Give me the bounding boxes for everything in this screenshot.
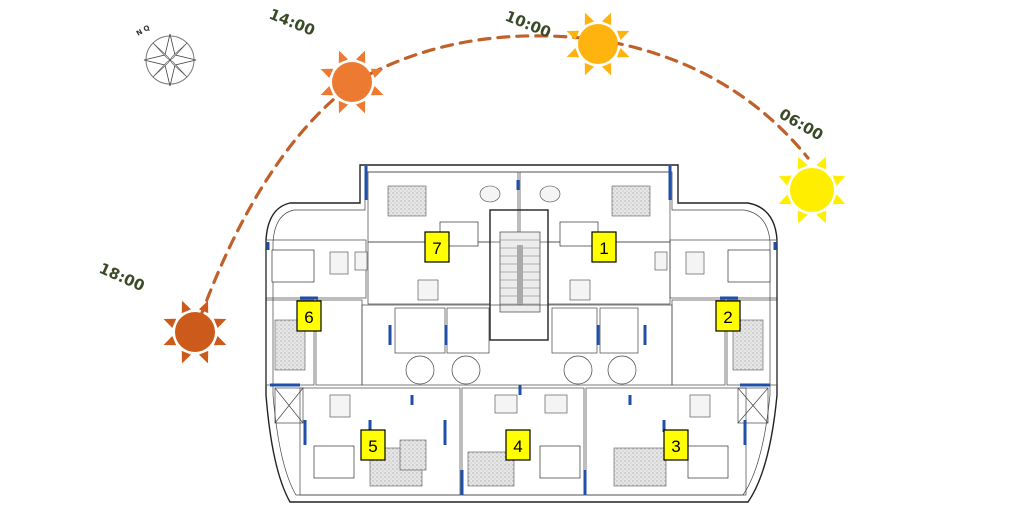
sun-ray — [163, 335, 177, 346]
sun-disc — [332, 62, 372, 102]
sun-disc — [790, 168, 834, 212]
sun-ray — [778, 175, 792, 186]
unit-number-7: 7 — [432, 239, 441, 258]
sun-ray — [370, 85, 384, 96]
sun-ray — [816, 156, 827, 170]
sun-ray — [355, 50, 366, 64]
unit-label-3: 3 — [663, 429, 689, 461]
sun-1400-icon — [320, 50, 384, 114]
compass-label: N Q — [135, 24, 151, 38]
sun-ray — [355, 100, 366, 114]
unit-number-2: 2 — [723, 308, 732, 327]
sun-ray — [816, 210, 827, 224]
sun-1000-icon — [566, 12, 630, 76]
sun-ray — [832, 194, 846, 205]
sun-disc — [175, 312, 215, 352]
sun-ray — [832, 175, 846, 186]
sun-ray — [584, 62, 595, 76]
unit-number-4: 4 — [513, 437, 522, 456]
sun-ray — [778, 194, 792, 205]
sun-ray — [198, 350, 209, 364]
unit-label-6: 6 — [296, 300, 322, 332]
sun-ray — [797, 210, 808, 224]
sun-ray — [181, 300, 192, 314]
unit-number-1: 1 — [599, 239, 608, 258]
sun-ray — [584, 12, 595, 26]
sun-ray — [338, 50, 349, 64]
unit-number-6: 6 — [304, 308, 313, 327]
unit-number-5: 5 — [368, 437, 377, 456]
sun-ray — [163, 318, 177, 329]
unit-label-4: 4 — [505, 429, 531, 461]
unit-label-5: 5 — [360, 429, 386, 461]
sun-ray — [601, 12, 612, 26]
sun-1800-icon — [163, 300, 227, 364]
sun-ray — [320, 68, 334, 79]
time-label-1400: 14:00 — [267, 5, 318, 40]
window-glazing — [266, 166, 777, 495]
sun-ray — [566, 30, 580, 41]
sun-ray — [616, 47, 630, 58]
sun-0600-icon — [778, 156, 846, 224]
sun-ray — [797, 156, 808, 170]
sun-ray — [338, 100, 349, 114]
unit-label-7: 7 — [424, 231, 450, 263]
sun-ray — [181, 350, 192, 364]
sun-ray — [566, 47, 580, 58]
sun-disc — [578, 24, 618, 64]
sun-ray — [213, 318, 227, 329]
unit-label-1: 1 — [591, 231, 617, 263]
sun-path-arc — [198, 34, 810, 320]
unit-number-3: 3 — [671, 437, 680, 456]
compass-rose-icon — [143, 33, 197, 87]
time-label-1800: 18:00 — [96, 259, 147, 295]
sun-ray — [601, 62, 612, 76]
sun-ray — [198, 300, 209, 314]
sun-ray — [213, 335, 227, 346]
sun-ray — [370, 68, 384, 79]
unit-label-2: 2 — [715, 300, 741, 332]
sun-ray — [616, 30, 630, 41]
time-label-0600: 06:00 — [776, 105, 826, 144]
floor-plan: 1 2 3 4 5 6 7 — [265, 164, 778, 503]
sun-ray — [320, 85, 334, 96]
